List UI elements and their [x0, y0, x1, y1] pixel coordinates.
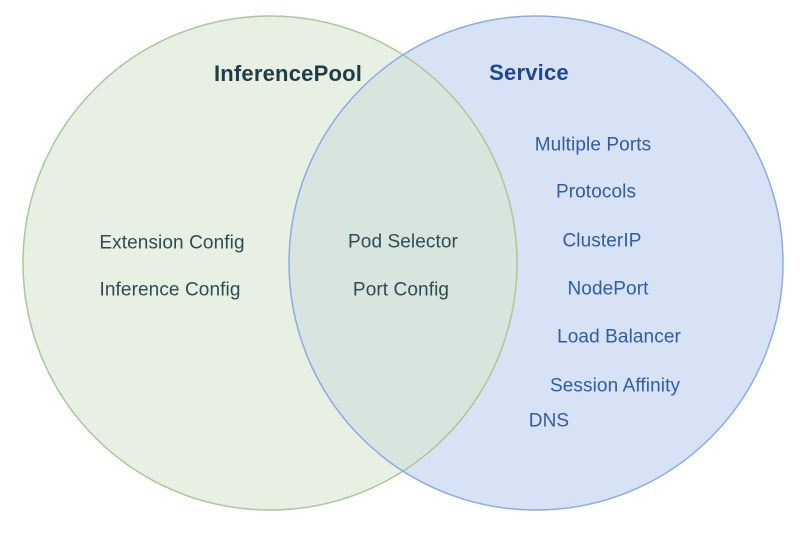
service-circle-border	[288, 15, 784, 511]
inferencepool-circle-fill	[23, 16, 517, 510]
item-protocols: Protocols	[555, 181, 637, 203]
item-multiple-ports: Multiple Ports	[534, 134, 652, 156]
item-pod-selector: Pod Selector	[348, 231, 458, 253]
inferencepool-circle-border	[22, 15, 518, 511]
item-extension-config: Extension Config	[99, 232, 245, 254]
item-inference-config: Inference Config	[99, 279, 241, 301]
item-nodeport: NodePort	[567, 278, 649, 300]
item-clusterip: ClusterIP	[562, 230, 642, 252]
item-session-affinity: Session Affinity	[549, 375, 681, 397]
item-load-balancer: Load Balancer	[557, 326, 681, 348]
item-port-config: Port Config	[352, 279, 450, 301]
item-dns: DNS	[528, 410, 570, 432]
inferencepool-title: InferencePool	[213, 61, 363, 86]
service-title: Service	[489, 60, 569, 85]
